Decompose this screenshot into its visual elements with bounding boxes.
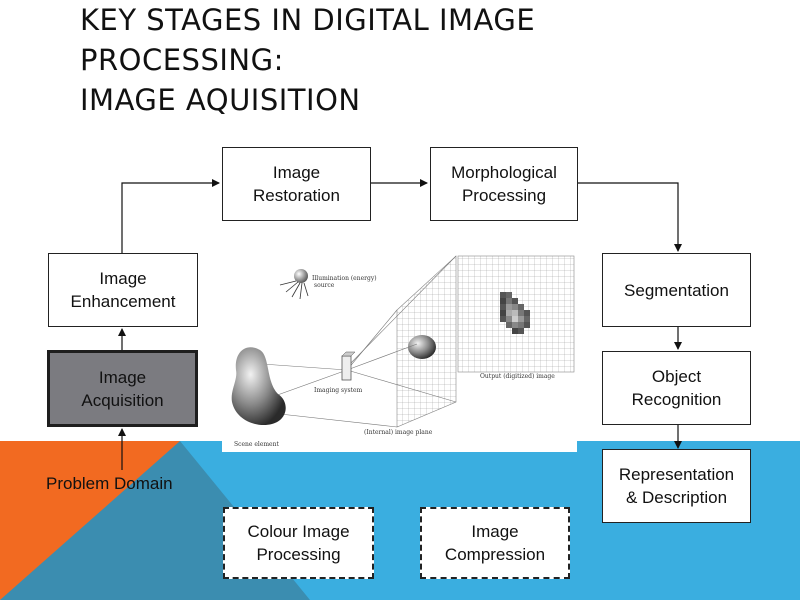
scene-element: [231, 347, 286, 426]
morphological-processing-label: Morphological Processing: [451, 163, 557, 205]
title-line-3: IMAGE AQUISITION: [80, 83, 361, 117]
segmentation-label: Segmentation: [624, 280, 729, 300]
illumination-source: [294, 269, 308, 283]
imaging-system-lens: [341, 355, 352, 381]
figure-output-label: Output (digitized) image: [480, 373, 555, 380]
figure-image-plane-label: (Internal) image plane: [364, 429, 433, 436]
representation-description-box: Representation & Description: [602, 449, 751, 523]
figure-source-label: source: [314, 282, 335, 289]
image-acquisition-label: Image Acquisition: [81, 367, 164, 410]
image-compression-label: Image Compression: [444, 522, 546, 564]
arrow-morphological-to-segmentation: [578, 182, 682, 252]
image-acquisition-box: Image Acquisition: [47, 350, 198, 427]
segmentation-box: Segmentation: [602, 253, 751, 327]
morphological-processing-box: Morphological Processing: [430, 147, 578, 221]
arrow-enhancement-to-restoration: [121, 179, 220, 253]
image-enhancement-box: Image Enhancement: [48, 253, 198, 327]
object-recognition-label: Object Recognition: [631, 367, 722, 409]
problem-domain-label: Problem Domain: [46, 474, 173, 493]
object-recognition-box: Object Recognition: [602, 351, 751, 425]
title-line-2: PROCESSING:: [80, 43, 284, 77]
image-restoration-label: Image Restoration: [253, 163, 340, 205]
image-restoration-box: Image Restoration: [222, 147, 371, 221]
figure-imaging-system-label: Imaging system: [314, 387, 363, 394]
figure-scene-element-label: Scene element: [234, 441, 279, 448]
title-line-1: KEY STAGES IN DIGITAL IMAGE: [80, 3, 536, 37]
figure-illumination-label: Illumination (energy): [312, 275, 377, 282]
page-title: KEY STAGES IN DIGITAL IMAGE PROCESSING: …: [80, 0, 720, 120]
representation-description-label: Representation & Description: [618, 465, 735, 507]
plane-blob: [408, 335, 436, 359]
image-acquisition-figure: Illumination (energy) source Output (dig…: [222, 252, 577, 452]
colour-image-processing-label: Colour Image Processing: [247, 522, 350, 564]
colour-image-processing-box: Colour Image Processing: [223, 507, 374, 579]
image-enhancement-label: Image Enhancement: [70, 269, 176, 311]
image-compression-box: Image Compression: [420, 507, 570, 579]
digitized-blob: [500, 292, 530, 334]
